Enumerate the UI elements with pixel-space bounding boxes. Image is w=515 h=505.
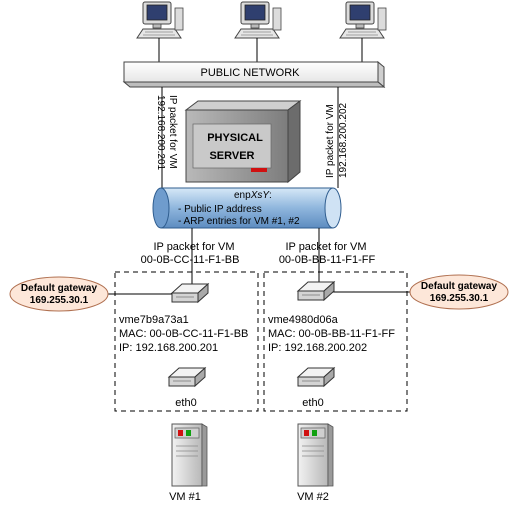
vm1-tower-icon bbox=[171, 423, 208, 487]
vm1-eth0-icon bbox=[168, 367, 206, 387]
computer-links bbox=[158, 38, 363, 62]
packet-right-vertical-line1: IP packet for VM bbox=[325, 104, 336, 178]
interface-line1: - Public IP address bbox=[178, 204, 262, 215]
gateway-right: Default gateway 169.255.30.1 bbox=[409, 274, 509, 310]
vm2-eth0-icon bbox=[297, 367, 335, 387]
public-network-bar: PUBLIC NETWORK bbox=[122, 60, 386, 89]
packet-left-vertical-line1: IP packet for VM bbox=[167, 95, 178, 169]
vm2-host-nic-icon bbox=[297, 281, 335, 301]
computer-icon-center bbox=[234, 1, 282, 39]
gateway-left-line1: Default gateway bbox=[21, 283, 98, 294]
computer-icon-right bbox=[339, 1, 387, 39]
physical-server: PHYSICAL SERVER bbox=[184, 100, 302, 184]
vm1-iface: vme7b9a73a1 bbox=[119, 314, 189, 326]
computer-icon-left bbox=[136, 1, 184, 39]
packet-left-line2: 00-0B-CC-11-F1-BB bbox=[141, 254, 240, 266]
downlink-lines bbox=[191, 228, 320, 285]
server-led-icon bbox=[251, 168, 267, 172]
vm2-box bbox=[263, 271, 408, 412]
server-label-line2: SERVER bbox=[209, 150, 254, 162]
interface-line2: - ARP entries for VM #1, #2 bbox=[178, 216, 300, 227]
interface-pipe: enpXsY: - Public IP address - ARP entrie… bbox=[152, 187, 342, 229]
vm2-eth0: eth0 bbox=[302, 397, 323, 409]
public-network-label: PUBLIC NETWORK bbox=[200, 67, 300, 79]
vm2-ip: IP: 192.168.200.202 bbox=[268, 342, 367, 354]
vm1-box bbox=[114, 271, 259, 412]
vm2-mac: MAC: 00-0B-BB-11-F1-FF bbox=[268, 328, 395, 340]
packet-right-line1: IP packet for VM bbox=[285, 241, 366, 253]
packet-right-vertical-line2: 192.168.200.202 bbox=[338, 102, 349, 178]
interface-name: enpXsY: bbox=[234, 190, 272, 201]
vm2-iface: vme4980d06a bbox=[268, 314, 339, 326]
server-label-line1: PHYSICAL bbox=[207, 132, 263, 144]
vm1-ip: IP: 192.168.200.201 bbox=[119, 342, 218, 354]
vm1-mac: MAC: 00-0B-CC-11-F1-BB bbox=[119, 328, 248, 340]
packet-left-vertical-line2: 192.168.200.201 bbox=[155, 95, 166, 171]
packet-left-line1: IP packet for VM bbox=[153, 241, 234, 253]
vm1-host-nic-icon bbox=[171, 283, 209, 303]
gateway-links bbox=[108, 291, 410, 295]
vm1-eth0: eth0 bbox=[175, 397, 196, 409]
gateway-left: Default gateway 169.255.30.1 bbox=[9, 276, 109, 312]
vm1-label: VM #1 bbox=[169, 491, 201, 503]
vm2-label: VM #2 bbox=[297, 491, 329, 503]
packet-right-line2: 00-0B-BB-11-F1-FF bbox=[279, 254, 376, 266]
uplink-lines bbox=[161, 87, 339, 188]
vm2-tower-icon bbox=[297, 423, 334, 487]
gateway-right-line2: 169.255.30.1 bbox=[430, 293, 489, 304]
gateway-left-line2: 169.255.30.1 bbox=[30, 295, 89, 306]
gateway-right-line1: Default gateway bbox=[421, 281, 498, 292]
